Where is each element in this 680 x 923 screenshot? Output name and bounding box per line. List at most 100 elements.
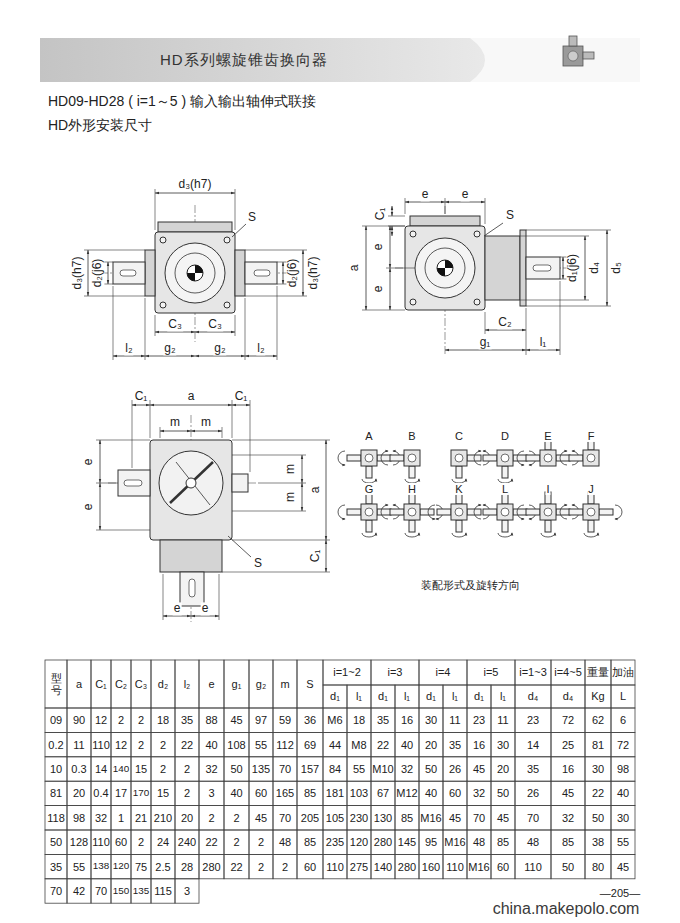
table-cell-border [297, 806, 323, 830]
table-cell-border [131, 879, 151, 903]
table-text: 45 [449, 812, 461, 824]
table-cell: 30 [611, 806, 635, 830]
table-cell: l₁ [395, 685, 419, 708]
table-cell-border [585, 757, 611, 781]
table-cell-border [45, 708, 67, 732]
table-cell: l₁ [347, 685, 371, 708]
table-cell: 1 [111, 806, 131, 830]
table-cell: 2 [224, 830, 249, 854]
mounting-icon [405, 533, 419, 537]
table-text: 60 [304, 861, 316, 873]
dimension-label: C₁ [134, 390, 149, 403]
side-view [607, 230, 608, 306]
top-view [160, 427, 161, 438]
table-cell-border [111, 708, 131, 732]
table-text: M12 [396, 787, 417, 799]
dimension-label: m [284, 463, 297, 475]
table-cell: 30 [491, 732, 515, 756]
dimension-label: m [169, 416, 181, 429]
table-cell-border [419, 660, 467, 685]
table-cell: 70 [467, 806, 491, 830]
table-cell: 26 [515, 781, 551, 805]
table-cell: 205 [297, 806, 323, 830]
table-text: 95 [425, 836, 437, 848]
table-text: M16 [420, 812, 441, 824]
table-cell: 20 [67, 781, 91, 805]
table-cell-border [67, 708, 91, 732]
front-view [88, 250, 89, 296]
table-cell: 2 [249, 854, 273, 878]
dimension-label: C₂ [497, 316, 512, 329]
mounting-icon [456, 520, 462, 532]
top-view [232, 474, 248, 492]
table-cell-border [297, 660, 323, 708]
dimension-label: F [587, 430, 596, 442]
table-text: 48 [527, 836, 539, 848]
table-cell: 14 [515, 732, 551, 756]
table-text: 28 [181, 861, 193, 873]
front-view [155, 193, 235, 194]
table-cell: 32 [551, 806, 585, 830]
table-text: i=5 [484, 666, 499, 678]
table-cell: 105 [323, 806, 347, 830]
table-text: 0.4 [93, 787, 108, 799]
table-cell-border [224, 806, 249, 830]
table-cell-border [249, 806, 273, 830]
table-text: 10 [50, 763, 62, 775]
table-cell-border [419, 854, 443, 878]
table-cell-border [297, 757, 323, 781]
mounting-icon [541, 533, 555, 537]
table-cell-border [297, 830, 323, 854]
table-cell: 32 [199, 757, 224, 781]
table-cell-border [467, 854, 491, 878]
side-view [520, 230, 526, 306]
table-cell-border [611, 830, 635, 854]
table-cell-border [91, 757, 111, 781]
table-text: 50 [592, 812, 604, 824]
mounting-icon [526, 455, 540, 461]
side-view [410, 299, 416, 305]
table-text: 280 [202, 861, 220, 873]
table-cell: 72 [551, 708, 585, 732]
table-cell-border [611, 806, 635, 830]
table-text: 09 [50, 714, 62, 726]
table-cell: 18 [151, 708, 175, 732]
table-text: 140 [113, 764, 129, 775]
table-cell-border [111, 806, 131, 830]
table-text: 118 [47, 812, 65, 824]
table-text: 72 [562, 714, 574, 726]
table-cell: 70 [45, 879, 67, 903]
table-text: 67 [377, 787, 389, 799]
table-text: 2 [118, 714, 124, 726]
table-cell-border [131, 757, 151, 781]
table-text: C₁ [95, 678, 107, 690]
table-text: 88 [205, 714, 217, 726]
table-cell: 25 [551, 732, 585, 756]
mounting-icon [408, 508, 416, 516]
front-view [155, 332, 195, 333]
table-cell-border [515, 660, 551, 685]
table-cell: 80 [585, 854, 611, 878]
table-text: e [208, 678, 214, 690]
table-cell: 22 [585, 781, 611, 805]
table-text: 235 [326, 836, 344, 848]
dimension-label: e [201, 602, 210, 615]
table-cell: 50 [585, 806, 611, 830]
table-text: 型号 [51, 672, 62, 696]
table-cell: 165 [273, 781, 297, 805]
table-cell: 35 [443, 732, 467, 756]
table-cell-border [467, 830, 491, 854]
top-view [132, 400, 133, 468]
mounting-icon [517, 451, 524, 465]
table-cell-border [323, 830, 347, 854]
table-cell: 145 [395, 830, 419, 854]
table-cell-border [151, 854, 175, 878]
table-cell: 67 [371, 781, 395, 805]
mounting-icon [556, 509, 570, 515]
mounting-icon [587, 508, 595, 516]
table-cell: 2.5 [151, 854, 175, 878]
dimension-label: d₃(h7) [307, 256, 320, 291]
table-text: 35 [181, 714, 193, 726]
table-text: 120 [113, 861, 129, 872]
table-text: 2 [184, 787, 190, 799]
